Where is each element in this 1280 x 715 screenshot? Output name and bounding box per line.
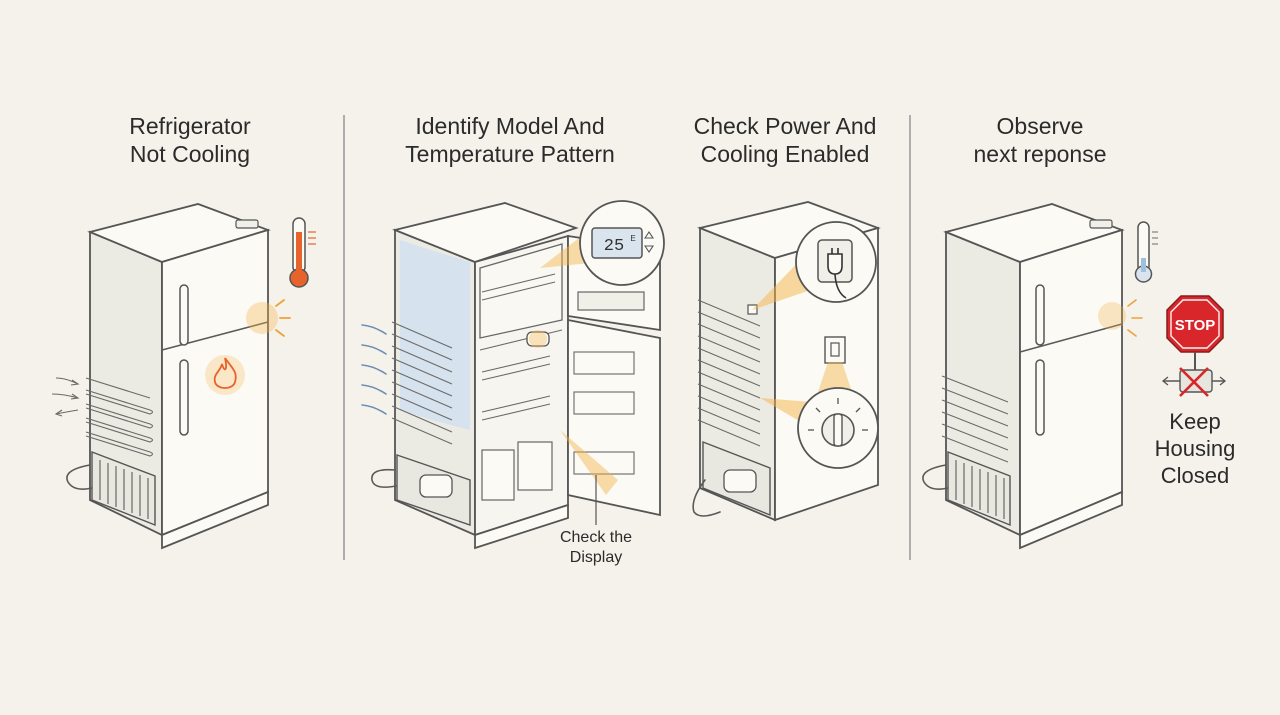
step-4-title: Observe next reponse [973, 113, 1107, 167]
heat-flame-icon [205, 355, 245, 395]
fridge-4 [922, 203, 1125, 550]
no-access-icon [1161, 367, 1227, 397]
door-beam [560, 430, 618, 495]
display-reading: 25 [604, 237, 624, 256]
power-plug-icon [827, 253, 843, 275]
mild-glow-icon [1098, 299, 1143, 337]
thermostat-dial-callout [797, 387, 879, 469]
up-arrow-icon [643, 231, 655, 239]
display-unit: E [630, 234, 635, 243]
step-2-title: Identify Model And Temperature Pattern [405, 113, 615, 167]
thermometer-high-icon [289, 217, 316, 288]
down-arrow-icon [643, 245, 655, 253]
fridge-2-open [361, 202, 661, 550]
step-1-title: Refrigerator Not Cooling [129, 113, 251, 167]
heat-glow-icon [246, 299, 291, 337]
check-display-label: Check the Display [559, 529, 633, 566]
power-outlet-callout [795, 221, 877, 303]
stop-sign-text: STOP [1175, 317, 1216, 334]
switch-beam [818, 362, 852, 392]
stop-sign-icon: STOP [1166, 295, 1224, 372]
display-callout: 25 E [579, 200, 665, 286]
keep-housing-closed-label: Keep Housing Closed [1154, 409, 1236, 488]
step-3-title: Check Power And Cooling Enabled [693, 113, 877, 167]
thermometer-low-icon [1134, 221, 1158, 283]
